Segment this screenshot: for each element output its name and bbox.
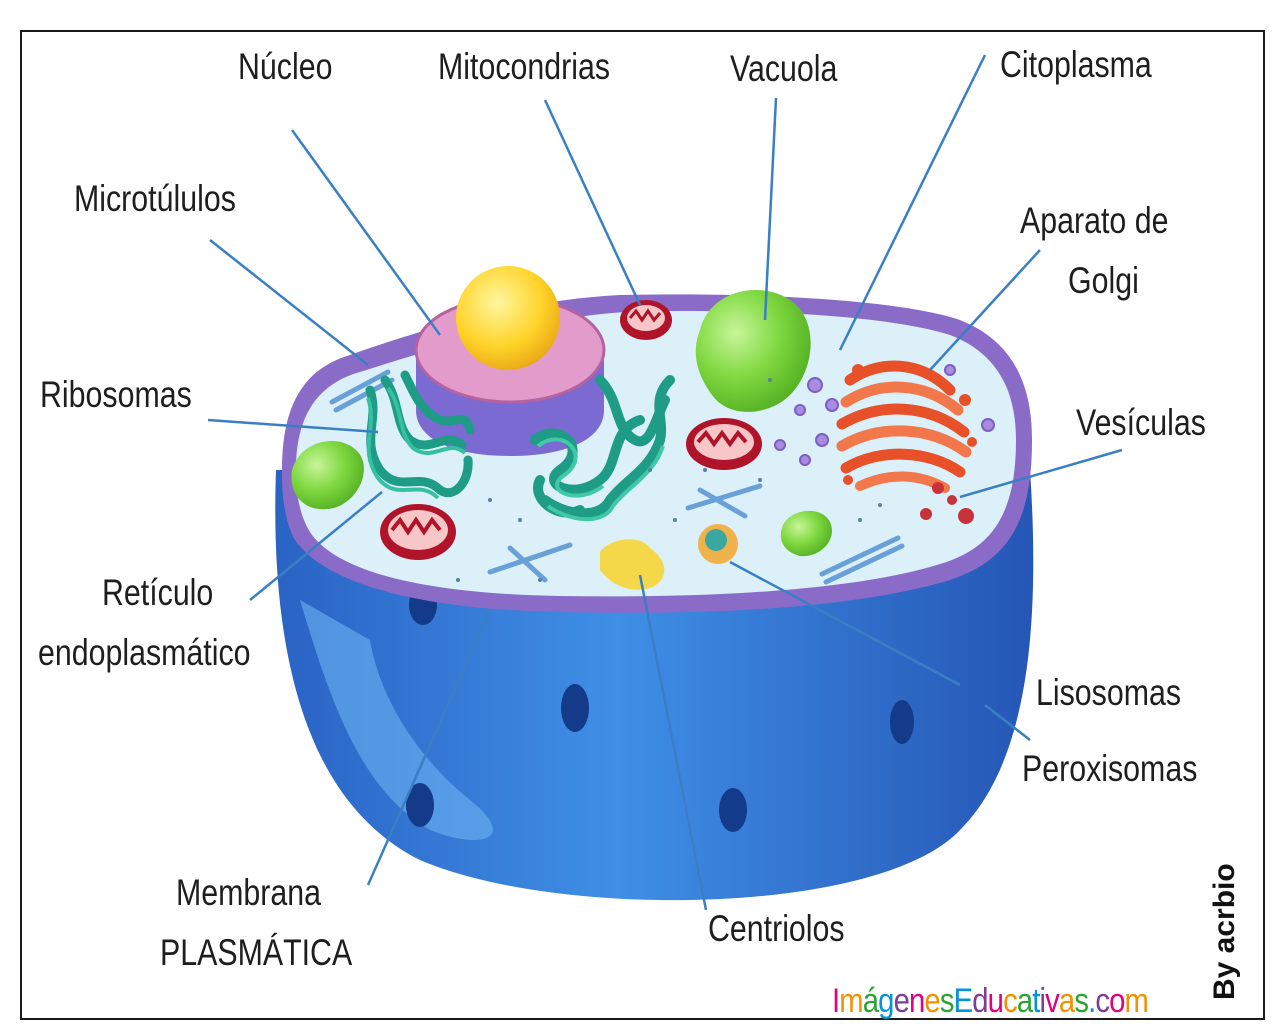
cell-inner-shade xyxy=(300,600,493,840)
label-plasmatica: PLASMÁTICA xyxy=(160,932,353,973)
leader-vacuola xyxy=(763,97,778,321)
nucleolus xyxy=(456,266,560,370)
leader-membrana xyxy=(366,609,492,886)
leader-ribosomas xyxy=(207,418,379,434)
membrane-pore xyxy=(561,684,589,732)
label-aparato-de: Aparato de xyxy=(1020,200,1169,241)
leader-reticulo xyxy=(249,491,383,601)
endoplasmic-reticulum xyxy=(530,375,675,519)
ribosome-dots xyxy=(456,378,882,582)
label-golgi: Golgi xyxy=(1068,260,1139,301)
vacuole xyxy=(780,510,832,557)
membrane-pore xyxy=(890,700,914,744)
vesicles xyxy=(774,364,995,466)
label-microtubulos: Microtúlulos xyxy=(74,178,236,219)
author-credit: By acrbio xyxy=(1208,863,1241,1000)
leader-peroxisomas xyxy=(984,704,1031,741)
microtubules xyxy=(329,369,905,585)
label-reticulo: Retículo xyxy=(102,572,214,613)
label-endoplasmatico: endoplasmático xyxy=(38,632,251,673)
vesicles-red xyxy=(920,482,974,524)
leader-lisosomas xyxy=(729,560,961,687)
label-peroxisomas: Peroxisomas xyxy=(1022,748,1198,789)
leader-lines xyxy=(207,54,1123,911)
label-ribosomas: Ribosomas xyxy=(40,374,192,415)
label-membrana: Membrana xyxy=(176,872,322,913)
label-mitocondrias: Mitocondrias xyxy=(438,46,611,87)
lysosome xyxy=(698,524,738,564)
label-citoplasma: Citoplasma xyxy=(1000,44,1152,85)
golgi-apparatus xyxy=(836,360,972,493)
leader-microtubulos xyxy=(209,239,369,366)
vacuole xyxy=(291,440,364,510)
leader-mitocondrias xyxy=(543,99,642,306)
label-vacuola: Vacuola xyxy=(730,48,838,89)
vacuole xyxy=(695,290,811,412)
leader-citoplasma xyxy=(838,54,987,351)
mitochondrion xyxy=(686,418,762,470)
centriole xyxy=(600,539,665,590)
watermark-logo: ImágenesEducativas.com xyxy=(832,982,1149,1020)
label-lisosomas: Lisosomas xyxy=(1036,672,1182,713)
leader-golgi xyxy=(929,249,1041,371)
membrane-pore xyxy=(719,788,747,832)
leader-vesiculas xyxy=(959,448,1123,499)
golgi-vesicles xyxy=(843,364,977,485)
label-centriolos: Centriolos xyxy=(708,908,845,949)
mitochondrion xyxy=(380,504,456,560)
nucleus xyxy=(414,266,606,456)
label-vesiculas: Vesículas xyxy=(1076,402,1206,443)
label-nucleo: Núcleo xyxy=(238,46,333,87)
membrane-pore xyxy=(406,783,434,827)
mitochondrion xyxy=(620,300,672,340)
leader-nucleo xyxy=(290,129,442,336)
leader-centriolos xyxy=(638,574,708,911)
